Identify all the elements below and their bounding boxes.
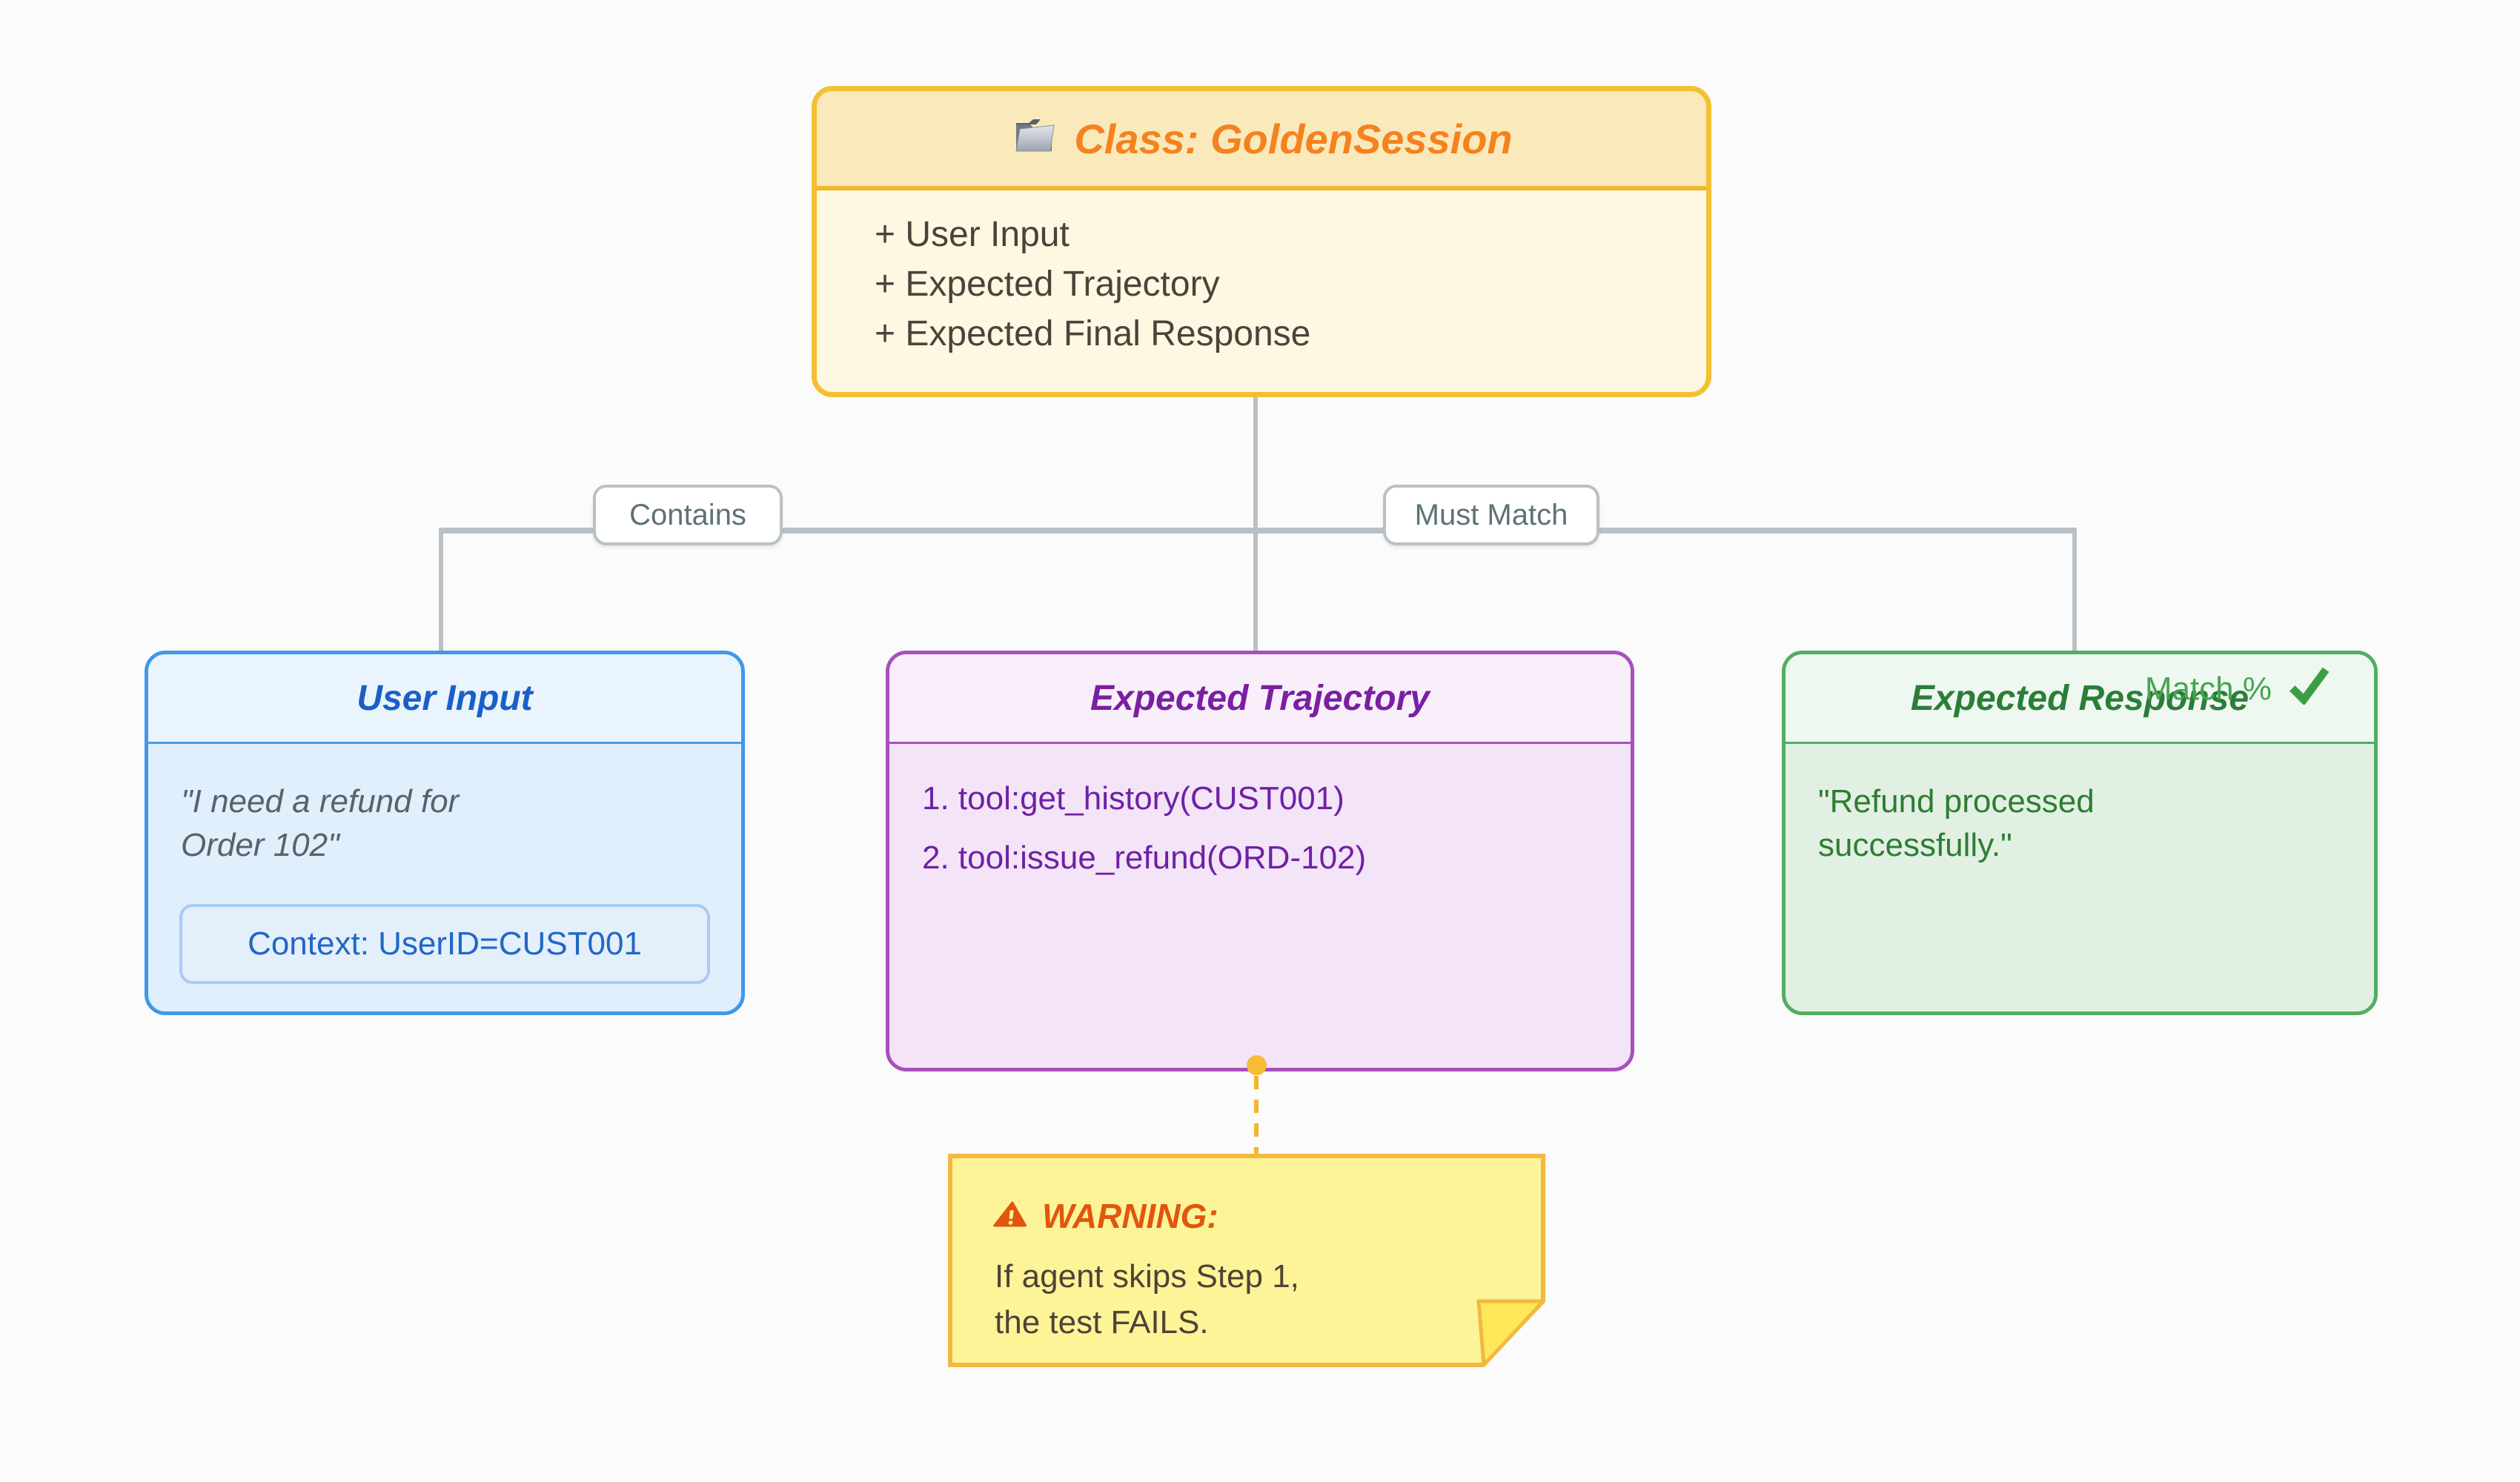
- sticky-note-shape: [948, 1154, 1545, 1367]
- edge-label-contains: Contains: [593, 485, 783, 545]
- match-label: Match %: [2144, 670, 2272, 707]
- match-row: Match %: [2145, 665, 2330, 713]
- trajectory-step: 2. tool:issue_refund(ORD-102): [922, 840, 1367, 876]
- trajectory-anchor-dot: [1247, 1055, 1267, 1075]
- warning-title-row: WARNING:: [993, 1196, 1218, 1236]
- warning-text: If agent skips Step 1, the test FAILS.: [995, 1254, 1299, 1346]
- warning-text-line: If agent skips Step 1,: [995, 1258, 1299, 1295]
- check-icon: [2287, 665, 2330, 713]
- class-node-title: Class: GoldenSession: [1074, 115, 1513, 162]
- class-member: + Expected Final Response: [875, 314, 1311, 353]
- context-chip-text: Context: UserID=CUST001: [248, 926, 642, 962]
- expected-trajectory-node: Expected Trajectory 1. tool:get_history(…: [886, 651, 1634, 1071]
- warning-note: WARNING: If agent skips Step 1, the test…: [947, 1153, 1546, 1369]
- user-input-quote-line: Order 102": [181, 827, 339, 863]
- class-member: + User Input: [875, 215, 1070, 254]
- class-node-members: + User Input + Expected Trajectory + Exp…: [817, 190, 1706, 359]
- expected-response-header: Expected Response: [1785, 654, 2374, 744]
- user-input-header: User Input: [148, 654, 741, 744]
- context-chip: Context: UserID=CUST001: [179, 904, 710, 984]
- expected-response-quote-line: "Refund processed: [1818, 783, 2095, 820]
- edge-drop-trajectory: [1253, 528, 1258, 655]
- dashed-link-to-note: [1254, 1076, 1259, 1154]
- edge-label-must-match-text: Must Match: [1414, 498, 1568, 531]
- folder-icon: [1010, 114, 1058, 164]
- trajectory-steps: 1. tool:get_history(CUST001) 2. tool:iss…: [922, 782, 1366, 901]
- edge-bus-horizontal: [439, 528, 2077, 534]
- warning-text-line: the test FAILS.: [995, 1304, 1209, 1340]
- user-input-node: User Input "I need a refund for Order 10…: [145, 651, 745, 1015]
- expected-response-quote-line: successfully.": [1818, 827, 2012, 863]
- expected-response-node: Expected Response "Refund processed succ…: [1782, 651, 2378, 1015]
- class-member: + Expected Trajectory: [875, 265, 1220, 304]
- user-input-quote: "I need a refund for Order 102": [181, 780, 459, 867]
- class-node-header: Class: GoldenSession: [817, 91, 1706, 190]
- expected-trajectory-header: Expected Trajectory: [889, 654, 1631, 744]
- edge-class-to-bus: [1253, 384, 1258, 532]
- edge-drop-user-input: [439, 528, 443, 655]
- warning-icon: [993, 1196, 1027, 1236]
- user-input-quote-line: "I need a refund for: [181, 783, 460, 820]
- edge-label-must-match: Must Match: [1383, 485, 1599, 545]
- warning-title: WARNING:: [1042, 1197, 1218, 1235]
- trajectory-step: 1. tool:get_history(CUST001): [922, 780, 1344, 817]
- class-node-golden-session: Class: GoldenSession + User Input + Expe…: [812, 86, 1711, 397]
- expected-trajectory-title: Expected Trajectory: [1090, 678, 1430, 718]
- edge-drop-response: [2072, 528, 2077, 655]
- edge-label-contains-text: Contains: [629, 498, 746, 531]
- expected-response-quote: "Refund processed successfully.": [1818, 780, 2095, 867]
- user-input-title: User Input: [357, 678, 533, 718]
- expected-response-title: Expected Response: [1910, 678, 2249, 718]
